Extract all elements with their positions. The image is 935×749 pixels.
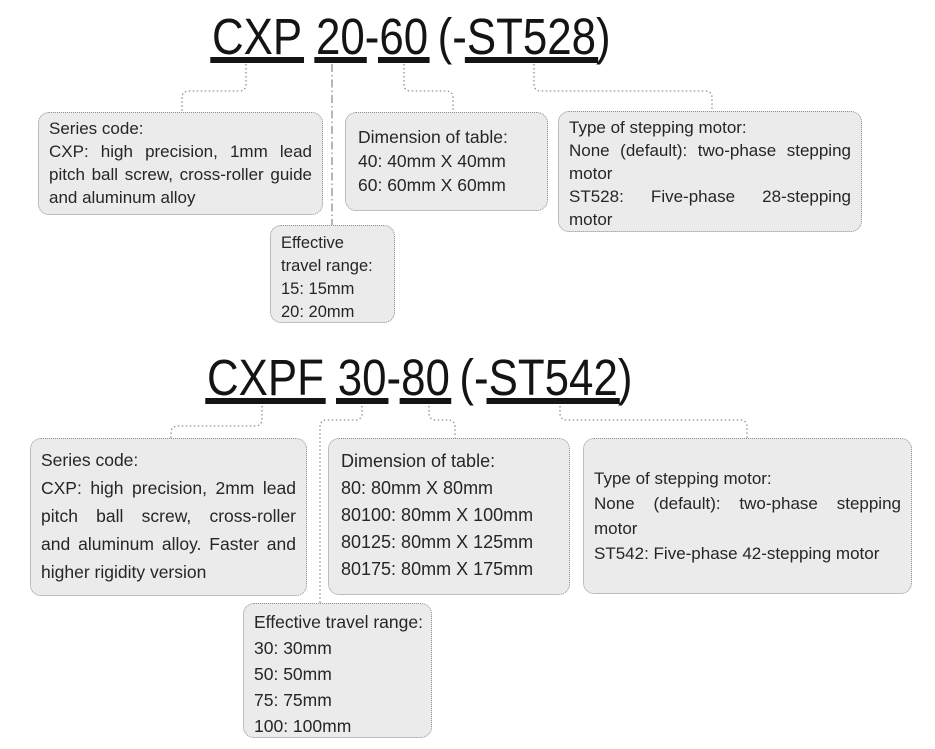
box-line: Series code:: [49, 119, 144, 138]
motor-code-prefix: (-: [437, 8, 467, 65]
dimension-code-segment: 80: [399, 349, 452, 406]
motor-code-segment: ST542: [486, 349, 620, 406]
motor-code-suffix: ): [596, 8, 611, 65]
box-line: higher rigidity version: [41, 562, 207, 582]
effective-travel-range-box-1: Effective travel range: 15: 15mm 20: 20m…: [270, 225, 395, 323]
travel-code-segment: 30: [336, 349, 389, 406]
box-line: Effective travel range:: [254, 612, 423, 632]
dimension-of-table-box-2: Dimension of table: 80: 80mm X 80mm 8010…: [328, 438, 570, 595]
connector-30-to-travel-box: [319, 406, 363, 603]
series-code-segment: CXP: [210, 8, 304, 65]
box-line: Effective: [281, 234, 344, 252]
box-line: Dimension of table:: [341, 451, 496, 471]
box-line: travel range:: [281, 257, 373, 275]
box-line: motor: [594, 519, 638, 538]
box-line: ST528: Five-phase 28-stepping: [569, 187, 851, 206]
series-code-box-1: Series code: CXP: high precision, 1mm le…: [38, 112, 323, 215]
box-line: 75: 75mm: [254, 690, 332, 710]
connector-st542-to-motor-box: [559, 406, 748, 439]
connector-st528-to-motor-box: [533, 64, 713, 112]
stepping-motor-box-2: Type of stepping motor: None (default): …: [583, 438, 912, 594]
box-line: 60: 60mm X 60mm: [358, 175, 506, 195]
box-line: 50: 50mm: [254, 664, 332, 684]
connector-60-to-dimension-box: [403, 64, 454, 113]
series-code-box-2: Series code: CXP: high precision, 2mm le…: [30, 438, 307, 596]
box-line: 80100: 80mm X 100mm: [341, 505, 534, 525]
box-line: Dimension of table:: [358, 127, 508, 147]
box-line: Type of stepping motor:: [594, 469, 772, 488]
hyphen: -: [364, 8, 380, 65]
box-line: 80175: 80mm X 175mm: [341, 559, 534, 579]
box-line: and aluminum alloy. Faster and: [41, 534, 296, 554]
dimension-of-table-box-1: Dimension of table: 40: 40mm X 40mm 60: …: [345, 112, 548, 211]
motor-code-segment: ST528: [465, 8, 598, 65]
connector-cxpf-to-series-box: [170, 406, 263, 439]
hyphen: -: [386, 349, 402, 406]
motor-code-prefix: (-: [459, 349, 489, 406]
motor-code-suffix: ): [617, 349, 633, 406]
stepping-motor-box-1: Type of stepping motor: None (default): …: [558, 111, 862, 232]
series-code-segment: CXPF: [205, 349, 326, 406]
box-line: 80: 80mm X 80mm: [341, 478, 494, 498]
box-line: Series code:: [41, 450, 139, 470]
box-line: pitch ball screw, cross-roller guide: [49, 165, 312, 184]
box-line: 40: 40mm X 40mm: [358, 151, 506, 171]
box-line: CXP: high precision, 2mm lead: [41, 478, 296, 498]
box-line: 100: 100mm: [254, 716, 352, 736]
box-line: and aluminum alloy: [49, 188, 196, 207]
box-line: pitch ball screw, cross-roller guide: [41, 506, 296, 526]
dimension-code-segment: 60: [377, 8, 430, 65]
box-line: 15: 15mm: [281, 280, 355, 298]
box-line: 80125: 80mm X 125mm: [341, 532, 534, 552]
box-line: Type of stepping motor:: [569, 118, 747, 137]
travel-code-segment: 20: [314, 8, 367, 65]
effective-travel-range-box-2: Effective travel range: 30: 30mm 50: 50m…: [243, 603, 432, 738]
box-line: None (default): two-phase stepping: [569, 141, 851, 160]
box-line: None (default): two-phase stepping: [594, 494, 901, 513]
connector-cxp-to-series-box: [181, 64, 247, 112]
box-line: CXP: high precision, 1mm lead: [49, 142, 312, 161]
box-line: motor: [569, 210, 613, 229]
box-line: ST542: Five-phase 42-stepping motor: [594, 544, 880, 563]
box-line: 30: 30mm: [254, 638, 332, 658]
connector-80-to-dimension-box: [428, 406, 456, 439]
box-line: motor: [569, 164, 613, 183]
box-line: 20: 20mm: [281, 303, 355, 321]
